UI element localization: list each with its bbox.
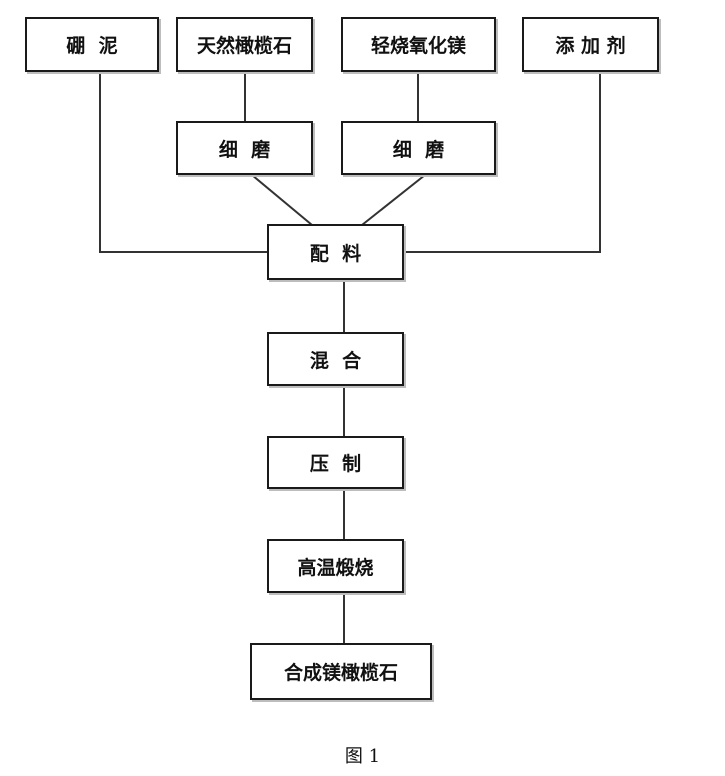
label-grinding-magnesia: 细 磨: [392, 138, 445, 161]
connector-grinding1-to-batching: [251, 174, 313, 226]
label-boron-mud: 硼 泥: [66, 35, 118, 57]
label-additive: 添 加 剂: [555, 35, 626, 57]
label-mixing: 混 合: [309, 349, 362, 372]
box-grinding-magnesia: 细 磨: [341, 121, 496, 175]
box-additive: 添 加 剂: [522, 17, 659, 72]
box-calcination: 高温煅烧: [267, 539, 404, 593]
box-mixing: 混 合: [267, 332, 404, 386]
connector-additive-to-batching: [403, 72, 601, 253]
box-product: 合成镁橄榄石: [250, 643, 432, 700]
box-pressing: 压 制: [267, 436, 404, 489]
label-natural-olivine: 天然橄榄石: [196, 35, 292, 57]
label-calcination: 高温煅烧: [297, 556, 374, 579]
label-batching: 配 料: [309, 242, 362, 265]
box-natural-olivine: 天然橄榄石: [176, 17, 313, 72]
label-pressing: 压 制: [309, 453, 362, 475]
connector-grinding2-to-batching: [361, 174, 426, 226]
label-grinding-olivine: 细 磨: [218, 138, 271, 161]
box-batching: 配 料: [267, 224, 404, 280]
label-product: 合成镁橄榄石: [283, 662, 398, 684]
box-light-burned-magnesia: 轻烧氧化镁: [341, 17, 496, 72]
box-grinding-olivine: 细 磨: [176, 121, 313, 175]
connector-boron-mud-to-batching: [99, 72, 268, 253]
label-light-burned-magnesia: 轻烧氧化镁: [370, 35, 466, 57]
box-boron-mud: 硼 泥: [25, 17, 159, 72]
figure-caption: 图 1: [344, 746, 381, 767]
